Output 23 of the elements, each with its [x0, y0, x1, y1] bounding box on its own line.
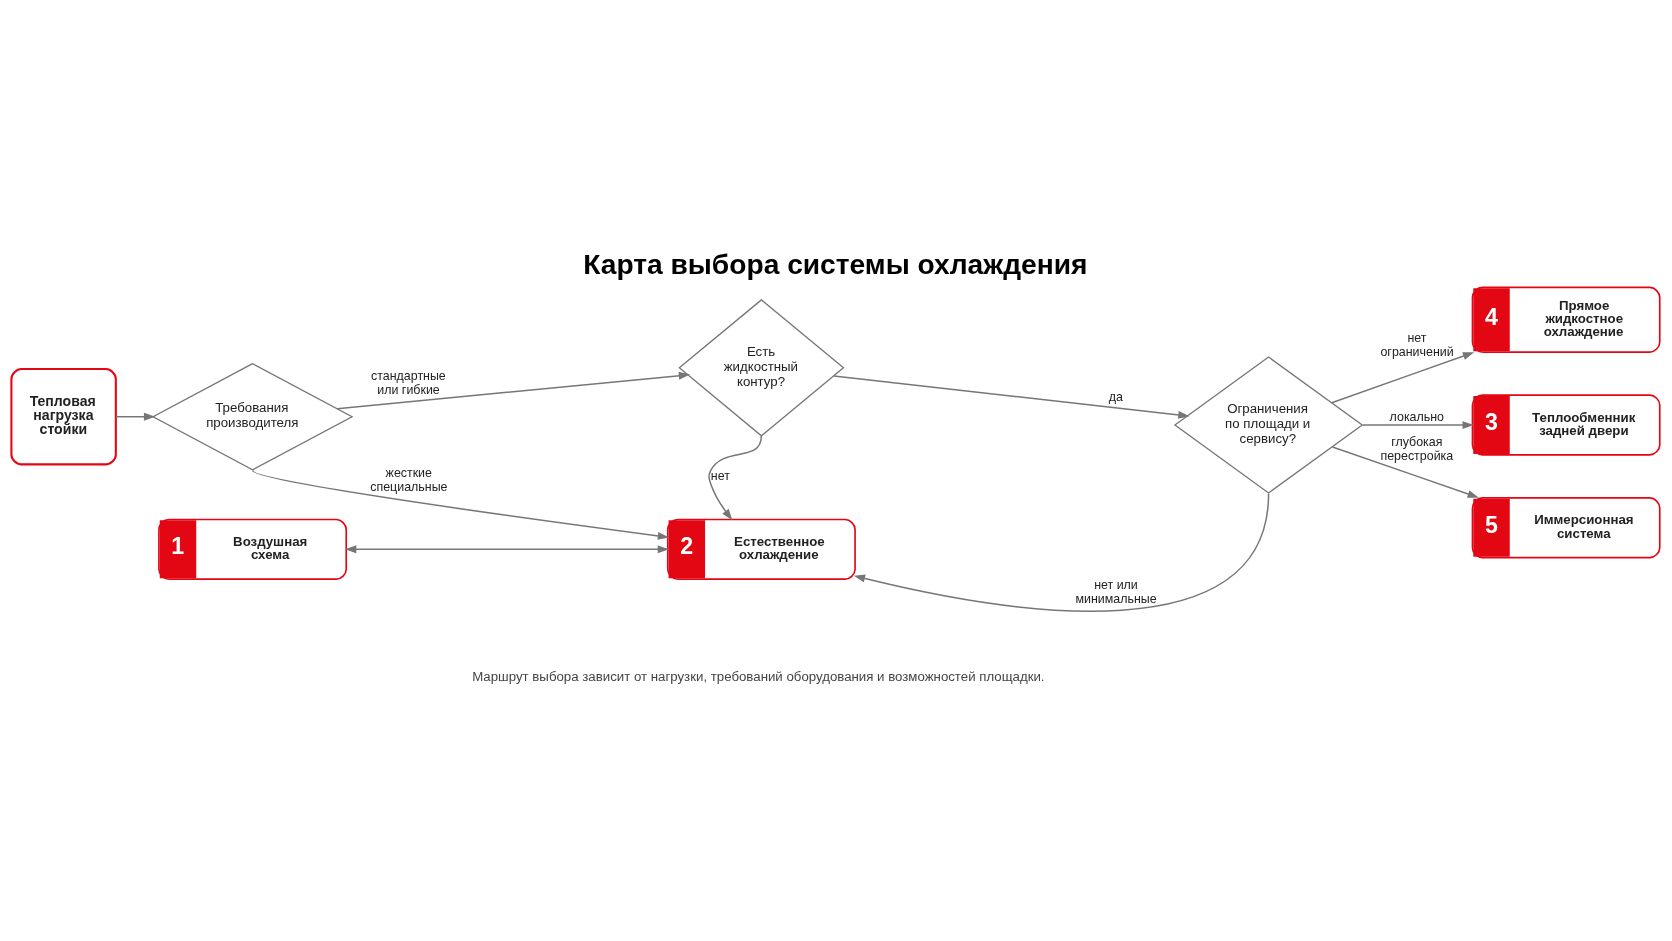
edge-label: жесткие специальные: [370, 465, 448, 494]
arrow: [708, 434, 763, 520]
arrow: [345, 544, 670, 553]
edge-label: нет ограничений: [1380, 330, 1454, 359]
edge-label: стандартные или гибкие: [371, 368, 446, 397]
edge-label: глубокая перестройка: [1380, 434, 1454, 463]
arrow: [853, 492, 1270, 612]
arrow: [115, 412, 156, 421]
caption: Маршрут выбора зависит от нагрузки, требований оборудования и возможностей площадки.: [472, 668, 1045, 684]
edge-label: локально: [1389, 409, 1444, 424]
arrow: [1361, 420, 1474, 429]
arrow: [833, 374, 1190, 419]
edge-label: нет или минимальные: [1075, 577, 1157, 606]
node-diamond: Требования производителя: [151, 362, 354, 470]
arrow: [336, 371, 691, 409]
node-diamond: Ограничения по площади и сервису?: [1173, 355, 1364, 494]
diagram-title: Карта выбора системы охлаждения: [583, 247, 1088, 280]
edge-label: нет: [710, 468, 730, 483]
arrow: [251, 469, 670, 540]
node-box: Тепловая нагрузка стойки: [10, 367, 117, 465]
arrow: [1331, 351, 1475, 404]
arrow: [1331, 445, 1479, 498]
edge-label: да: [1108, 389, 1123, 404]
